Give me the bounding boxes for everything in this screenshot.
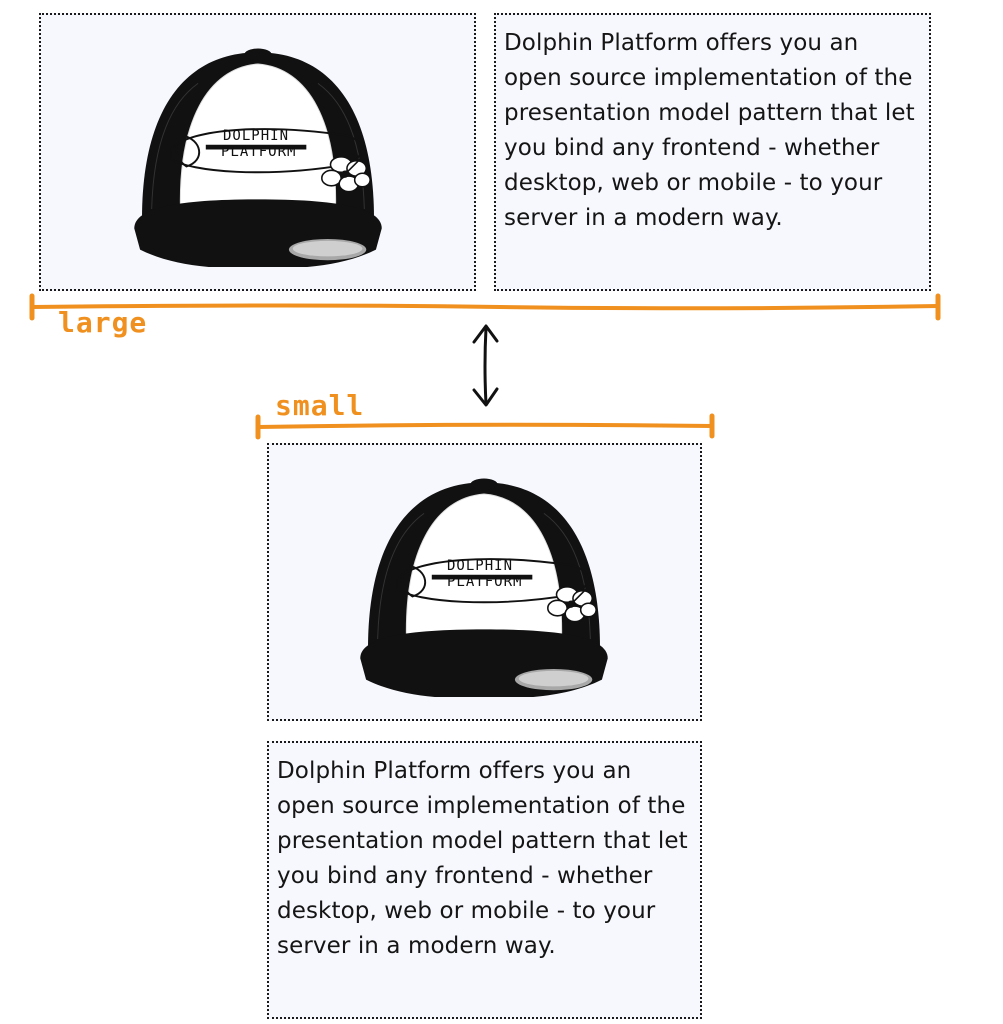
description-text-small: Dolphin Platform offers you an open sour…	[277, 758, 688, 959]
logo-line-2: PLATFORM	[221, 144, 297, 160]
description-text-large: Dolphin Platform offers you an open sour…	[504, 30, 915, 231]
large-width-bracket	[29, 293, 941, 321]
double-arrow-icon	[472, 324, 499, 407]
small-label: small	[275, 389, 365, 422]
small-image-card: DOLPHIN PLATFORM	[267, 443, 702, 721]
cap-product-image: DOLPHIN PLATFORM	[113, 33, 403, 269]
small-text-card: Dolphin Platform offers you an open sour…	[267, 741, 702, 1019]
large-label: large	[58, 306, 148, 339]
large-image-card: DOLPHIN PLATFORM	[39, 13, 476, 291]
logo-line-1: DOLPHIN	[223, 128, 290, 144]
logo-line-1-small: DOLPHIN	[447, 558, 514, 574]
large-text-card: Dolphin Platform offers you an open sour…	[494, 13, 931, 291]
cap-product-image-small: DOLPHIN PLATFORM	[339, 463, 629, 699]
logo-line-2-small: PLATFORM	[447, 574, 523, 590]
